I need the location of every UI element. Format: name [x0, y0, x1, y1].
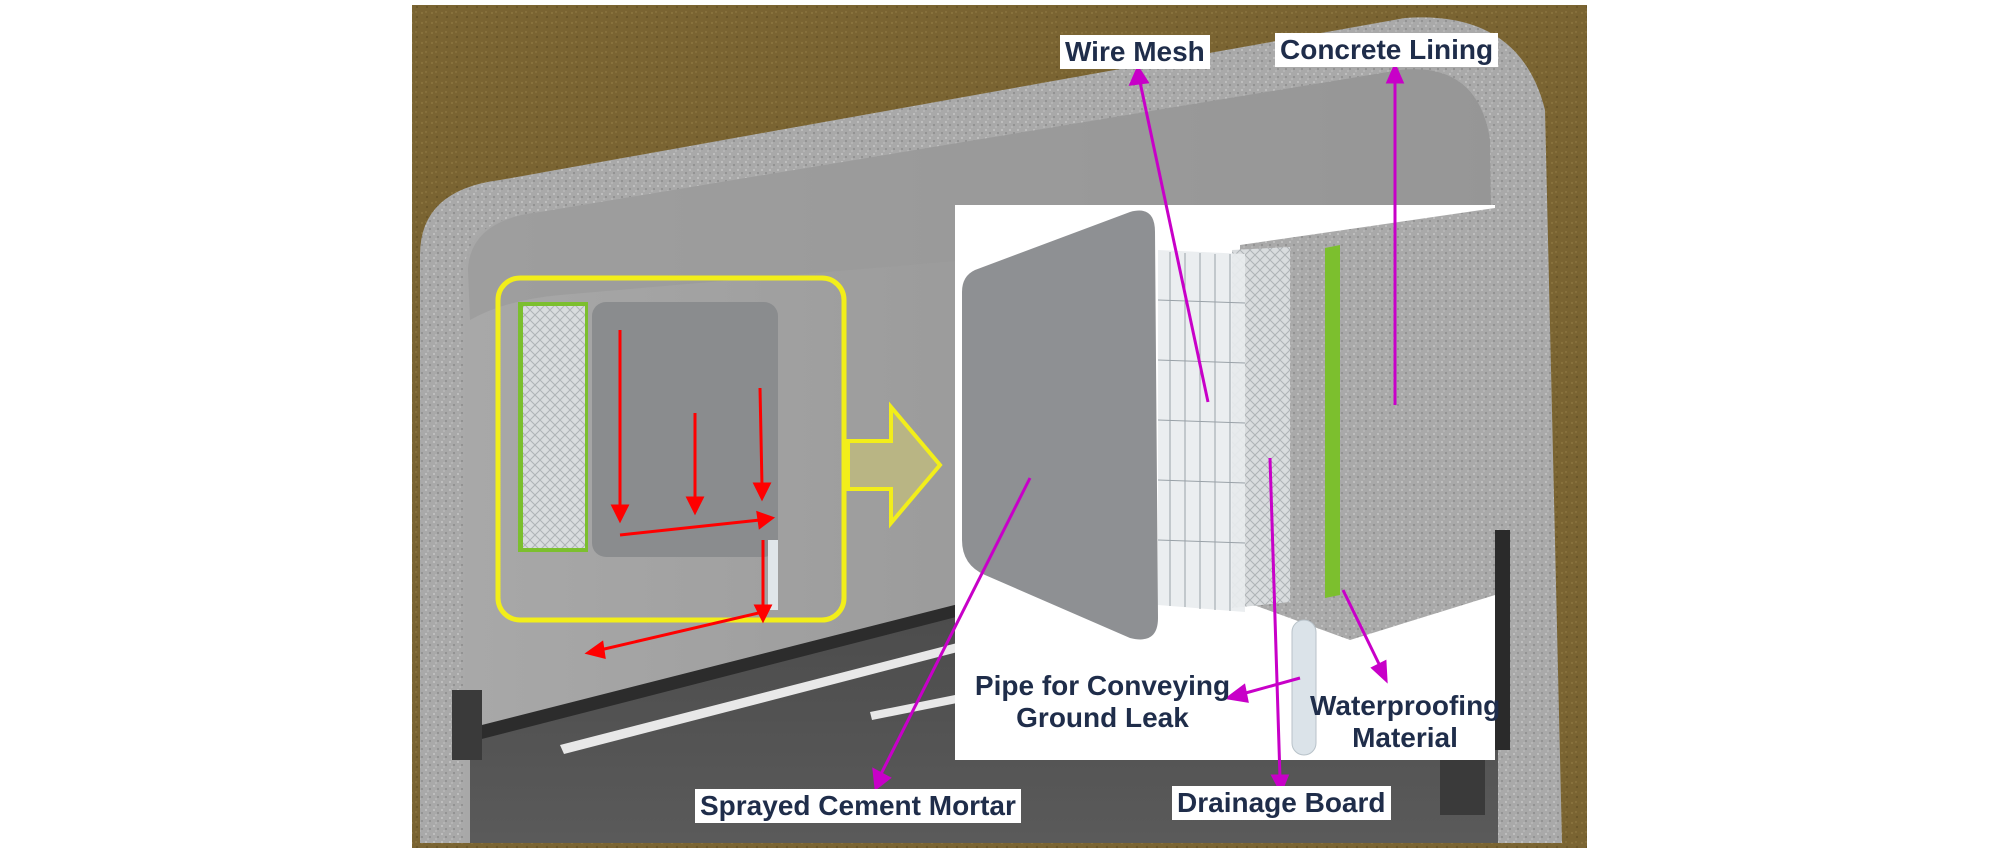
label-waterproofing-material: Waterproofing Material	[1310, 690, 1500, 754]
detail-drainage-board	[1232, 247, 1290, 608]
small-pipe	[768, 540, 778, 610]
road-curb	[470, 568, 1100, 742]
label-sprayed-cement-mortar: Sprayed Cement Mortar	[695, 789, 1021, 823]
detail-wire-mesh	[1158, 250, 1245, 612]
label-wire-mesh: Wire Mesh	[1060, 35, 1210, 69]
small-mortar-panel	[592, 302, 778, 557]
leader-lines	[872, 62, 1405, 795]
callout-arrow	[846, 401, 943, 529]
label-concrete-lining: Concrete Lining	[1275, 33, 1499, 67]
road-marking	[560, 632, 1004, 754]
tunnel-ceiling	[468, 69, 1490, 320]
small-drainage-board	[523, 306, 585, 548]
detail-sprayed-cement-mortar	[962, 210, 1158, 640]
label-pipe-line1: Pipe for Conveying	[974, 670, 1231, 701]
label-waterproofing-line1: Waterproofing	[1310, 690, 1501, 721]
label-pipe-for-conveying-ground-leak: Pipe for Conveying Ground Leak	[970, 670, 1235, 734]
label-waterproofing-line2: Material	[1352, 722, 1458, 753]
label-drainage-board: Drainage Board	[1172, 786, 1391, 820]
drain-channel	[452, 690, 482, 760]
water-flow-arrows	[584, 330, 776, 659]
detail-waterproofing-material	[1325, 245, 1340, 598]
label-pipe-line2: Ground Leak	[1016, 702, 1189, 733]
road-marking	[870, 690, 982, 720]
highlight-frame	[495, 275, 847, 623]
detail-pipe	[1291, 619, 1317, 756]
wire-mesh-grid	[1157, 252, 1246, 611]
detail-concrete-block	[1240, 208, 1495, 640]
